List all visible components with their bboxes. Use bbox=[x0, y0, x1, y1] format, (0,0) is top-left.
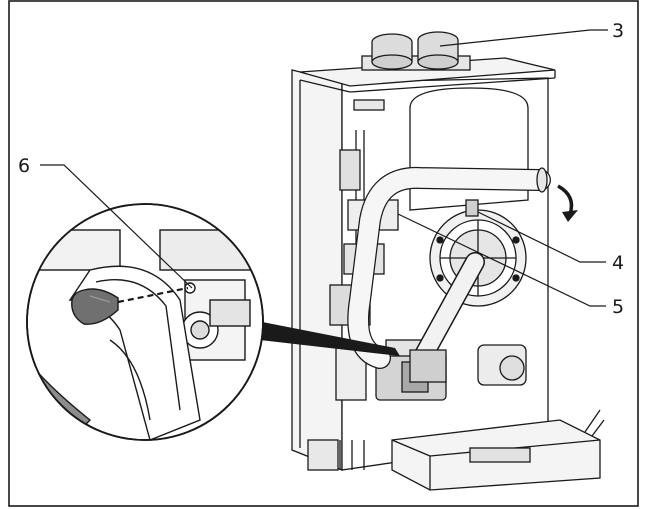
leader-6 bbox=[40, 164, 193, 289]
callout-6: 6 bbox=[18, 155, 30, 177]
leader-3 bbox=[439, 29, 608, 47]
leader-4 bbox=[477, 211, 606, 263]
screwdriver-icon bbox=[71, 286, 189, 325]
detail-magnifier bbox=[26, 203, 400, 441]
heat-exchanger-dome bbox=[409, 87, 529, 211]
burner-tube bbox=[409, 252, 485, 383]
callout-leaders bbox=[40, 29, 608, 307]
callout-5: 5 bbox=[612, 296, 624, 318]
callout-4: 4 bbox=[612, 252, 624, 274]
callout-3: 3 bbox=[612, 20, 624, 42]
leader-5 bbox=[397, 213, 606, 307]
